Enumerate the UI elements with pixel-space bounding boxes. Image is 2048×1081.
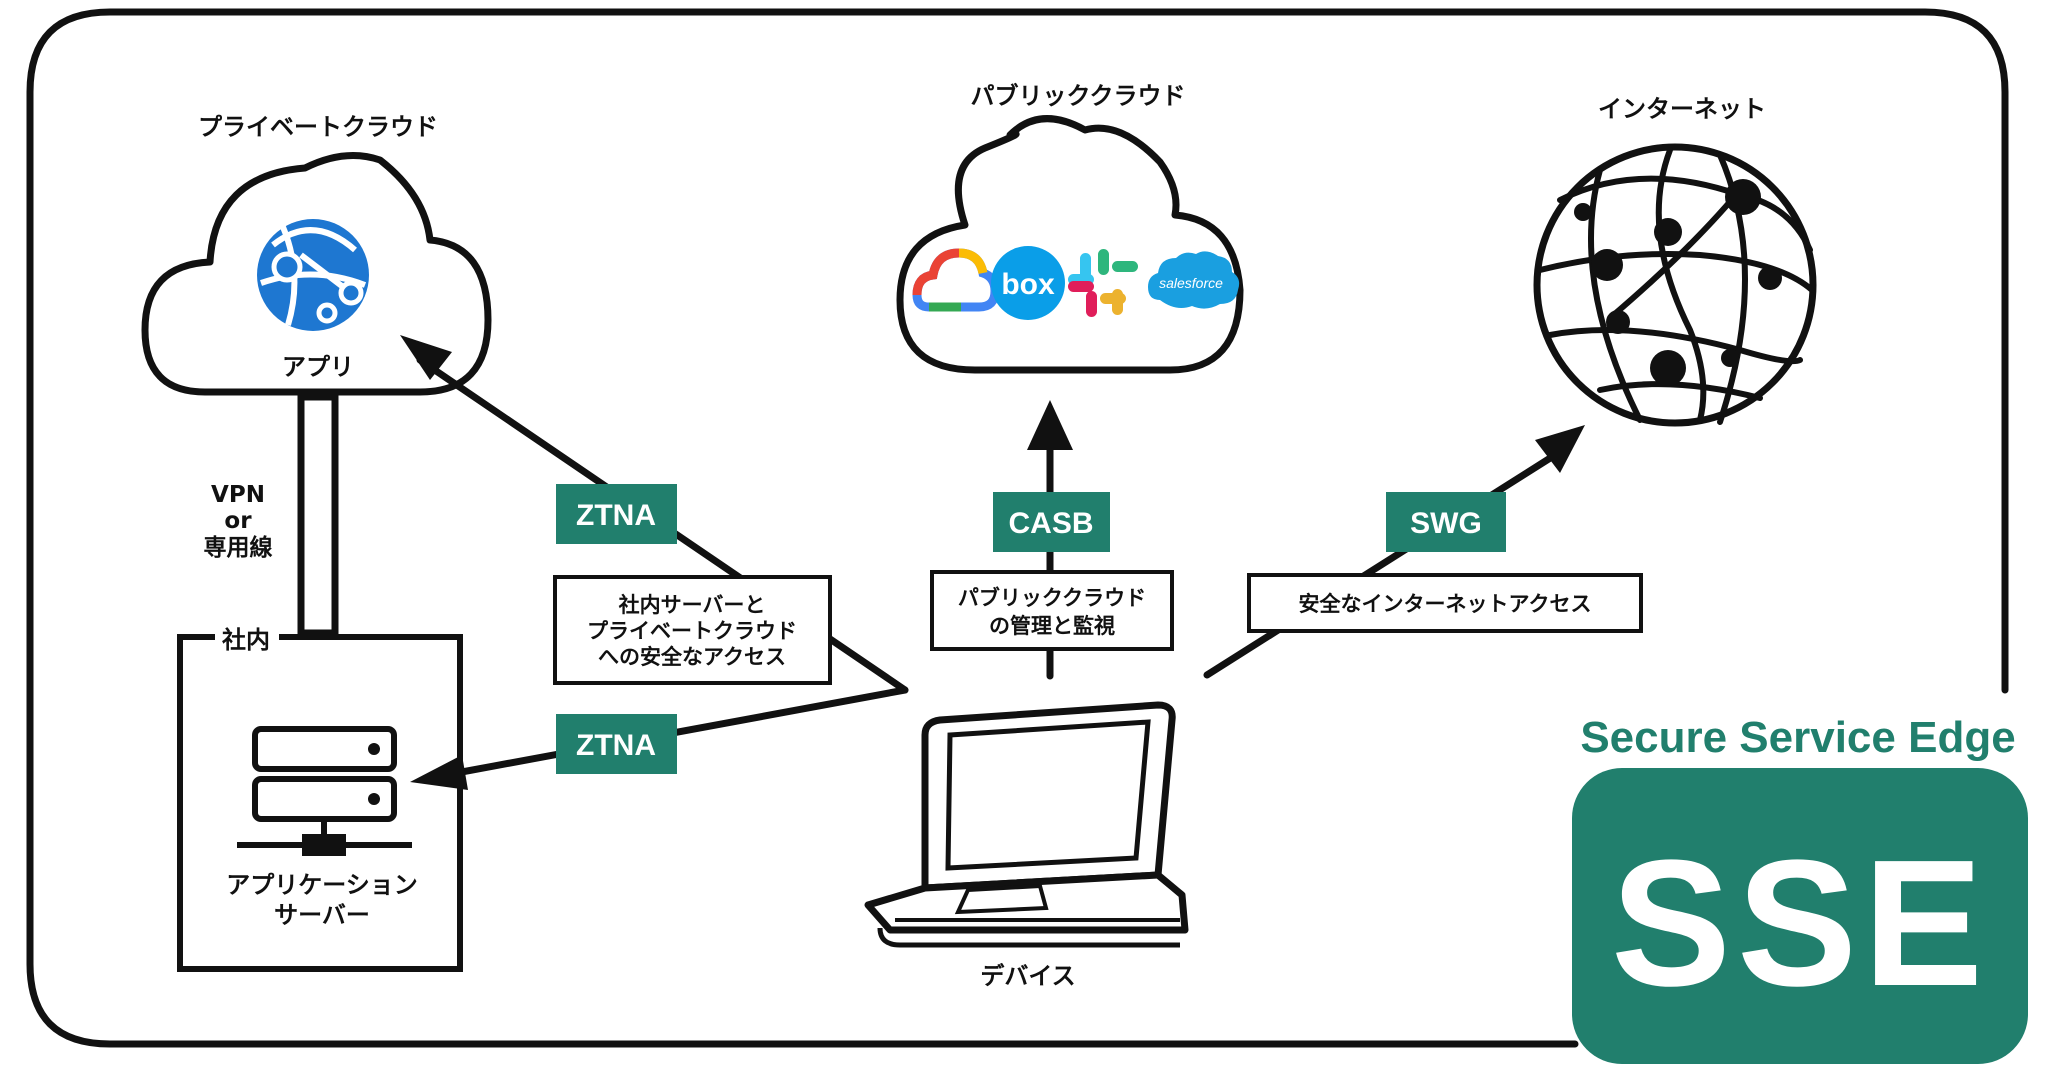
tag-swg-text: SWG	[1410, 507, 1482, 540]
arrow-to-app	[400, 335, 452, 380]
arrow-to-server	[410, 755, 468, 790]
tag-ztna-top: ZTNA	[556, 484, 677, 544]
note-casb: パブリッククラウド の管理と監視	[930, 570, 1174, 651]
note-swg-text: 安全なインターネットアクセス	[1299, 592, 1592, 616]
globe-icon	[1533, 143, 1817, 427]
sse-title: Secure Service Edge	[1580, 713, 2015, 762]
slack-icon	[1068, 249, 1138, 317]
private-cloud-shape	[141, 152, 492, 396]
note-ztna-line-1: 社内サーバーと	[618, 593, 766, 617]
note-ztna: 社内サーバーと プライベートクラウド への安全なアクセス	[553, 575, 832, 685]
note-ztna-line-3: への安全なアクセス	[598, 645, 786, 669]
arrow-to-public-cloud	[1027, 400, 1073, 450]
note-ztna-line-2: プライベートクラウド	[587, 619, 797, 643]
tag-ztna-bottom: ZTNA	[556, 714, 677, 774]
public-cloud: パブリッククラウド box salesforce	[896, 82, 1244, 374]
azure-app-icon	[257, 219, 369, 331]
arrow-to-internet	[1535, 425, 1585, 473]
device-label: デバイス	[980, 962, 1075, 990]
onprem-box: 社内 アプリケーション サーバー	[177, 622, 463, 972]
private-cloud: プライベートクラウド アプリ	[141, 113, 492, 396]
app-server-label-1: アプリケーション	[226, 871, 418, 899]
vpn-connection: VPN or 専用線	[204, 393, 339, 637]
private-cloud-label: プライベートクラウド	[198, 113, 438, 141]
tag-swg: SWG	[1386, 492, 1506, 552]
vpn-label-2: or	[224, 508, 252, 534]
vpn-label-3: 専用線	[204, 534, 273, 561]
note-swg: 安全なインターネットアクセス	[1247, 573, 1643, 633]
google-cloud-icon	[912, 248, 1000, 312]
box-icon: box	[991, 246, 1065, 320]
public-cloud-shape	[896, 115, 1244, 374]
tag-ztna-bottom-text: ZTNA	[576, 729, 656, 762]
internet-label: インターネット	[1598, 95, 1766, 123]
internet: インターネット	[1533, 95, 1817, 427]
onprem-label: 社内	[222, 626, 270, 654]
app-server-label-2: サーバー	[274, 901, 370, 929]
sse-acronym: SSE	[1611, 823, 1989, 1024]
note-casb-line-2: の管理と監視	[989, 614, 1115, 638]
sse-badge: Secure Service Edge SSE	[1572, 713, 2028, 1064]
laptop-icon	[864, 701, 1189, 948]
app-label: アプリ	[282, 353, 354, 381]
device: デバイス	[864, 701, 1189, 990]
public-cloud-label: パブリッククラウド	[970, 82, 1185, 110]
salesforce-icon: salesforce	[1148, 251, 1240, 309]
box-logo-text: box	[1001, 268, 1055, 301]
outer-frame	[26, 8, 2009, 1048]
server-icon	[237, 726, 412, 856]
note-casb-line-1: パブリッククラウド	[958, 586, 1146, 610]
connectors	[400, 335, 1585, 790]
vpn-label-1: VPN	[211, 482, 265, 508]
tag-ztna-top-text: ZTNA	[576, 499, 656, 532]
tag-casb: CASB	[993, 492, 1110, 552]
salesforce-logo-text: salesforce	[1159, 275, 1223, 291]
tag-casb-text: CASB	[1008, 507, 1093, 540]
